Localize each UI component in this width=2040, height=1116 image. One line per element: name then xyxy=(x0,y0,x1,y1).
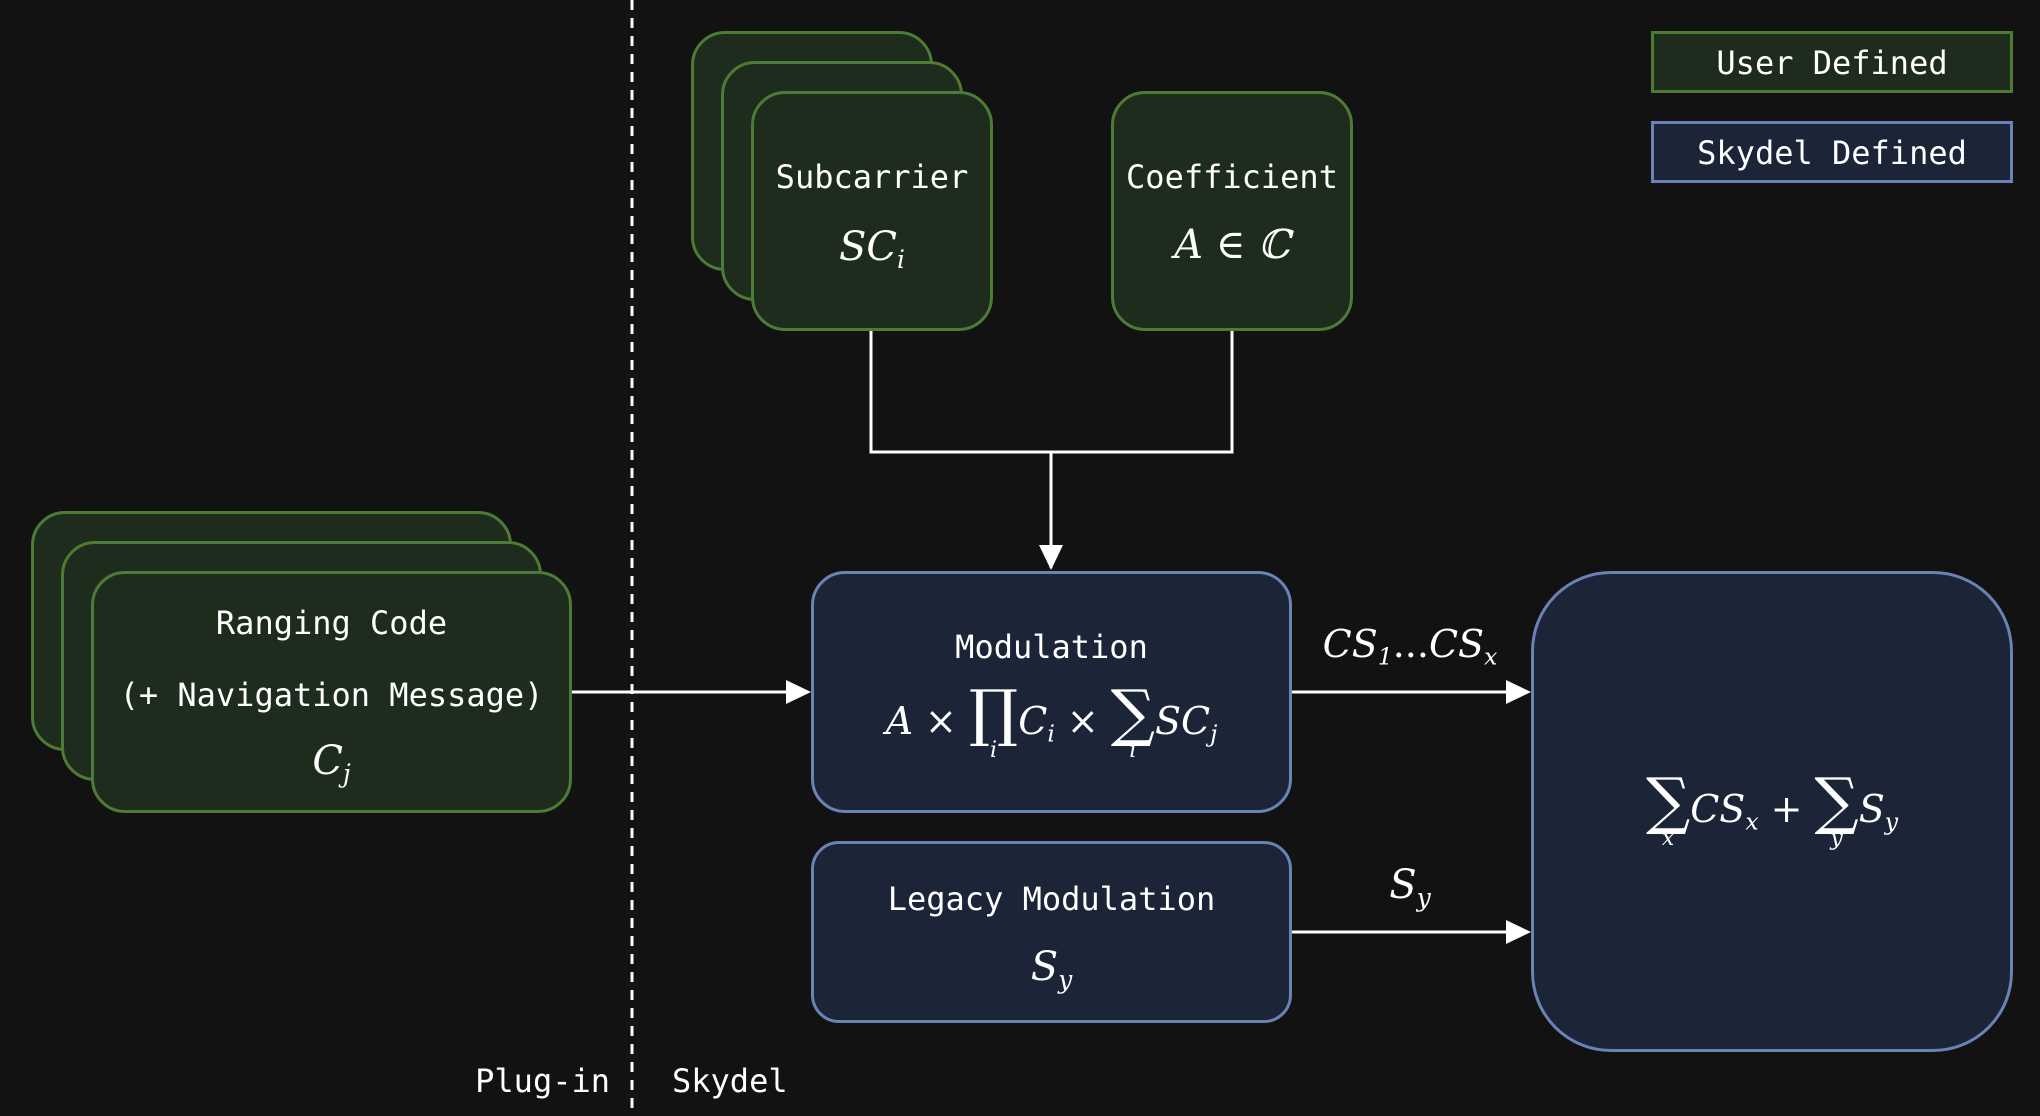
legend-skydel-defined-label: Skydel Defined xyxy=(1697,134,1967,172)
legacy-modulation-title: Legacy Modulation xyxy=(887,880,1216,918)
result-sum-operator-2: ∑y xyxy=(1814,764,1859,851)
coefficient-connector xyxy=(1051,331,1234,454)
merge-arrowhead xyxy=(1039,545,1063,570)
legend-skydel-defined: Skydel Defined xyxy=(1651,121,2013,183)
legacy-modulation-symbol: Sy xyxy=(1030,944,1073,994)
coefficient-title: Coefficient xyxy=(1126,158,1338,196)
ranging-code-title: Ranging Code xyxy=(215,604,448,642)
ranging-arrowhead xyxy=(786,680,811,704)
legacy-modulation-box: Legacy Modulation Sy xyxy=(811,841,1292,1023)
legend-user-defined-label: User Defined xyxy=(1716,44,1948,82)
subcarrier-connector xyxy=(869,331,1051,454)
region-label-plugin: Plug-in xyxy=(475,1062,610,1100)
cs-arrow-label: CS1...CSx xyxy=(1322,622,1498,671)
ranging-code-box: Ranging Code (+ Navigation Message) Cj xyxy=(91,571,572,813)
legend-user-defined: User Defined xyxy=(1651,31,2013,93)
modulation-title: Modulation xyxy=(955,628,1148,666)
coefficient-formula: A ∈ ℂ xyxy=(1174,222,1290,268)
coefficient-box: Coefficient A ∈ ℂ xyxy=(1111,91,1353,331)
ranging-code-symbol: Cj xyxy=(312,738,351,788)
subcarrier-symbol: SCi xyxy=(839,224,905,274)
sy-arrow-label: Sy xyxy=(1389,862,1431,912)
product-operator: ∏i xyxy=(968,676,1019,763)
cs-arrowhead xyxy=(1506,680,1531,704)
result-sum-operator-1: ∑x xyxy=(1645,764,1691,851)
sy-arrowhead xyxy=(1506,920,1531,944)
sum-operator: ∑i xyxy=(1110,676,1155,763)
subcarrier-title: Subcarrier xyxy=(775,158,969,196)
subcarrier-box: Subcarrier SCi xyxy=(751,91,993,331)
region-label-skydel: Skydel xyxy=(672,1062,788,1100)
ranging-code-subtitle: (+ Navigation Message) xyxy=(119,676,544,714)
